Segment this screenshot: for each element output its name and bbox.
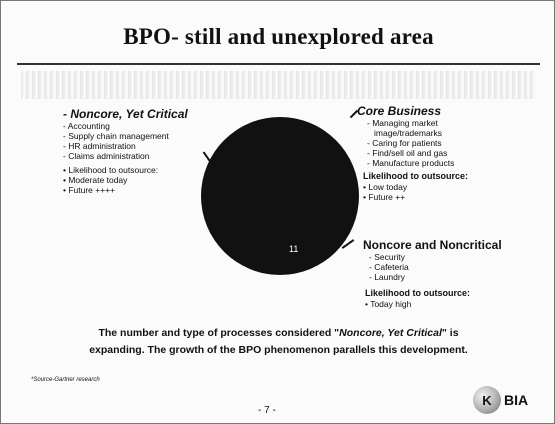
likelihood-item: Today high xyxy=(365,299,543,309)
logo-mark: K xyxy=(473,386,501,414)
list-item: Security xyxy=(369,252,543,262)
noncore-noncritical-likelihood: Today high xyxy=(365,299,543,309)
list-item: Accounting xyxy=(63,121,213,131)
caption-line-2: expanding. The growth of the BPO phenome… xyxy=(89,344,468,356)
caption-line-1: The number and type of processes conside… xyxy=(98,327,459,339)
list-item: Find/sell oil and gas xyxy=(367,148,532,158)
list-item: Supply chain management xyxy=(63,131,213,141)
list-item: Managing market xyxy=(367,118,532,128)
noncore-critical-heading: - Noncore, Yet Critical xyxy=(63,107,188,121)
list-item: Manufacture products xyxy=(367,158,532,168)
list-item: image/trademarks xyxy=(374,128,443,138)
page-number: - 7 - xyxy=(258,405,276,416)
list-item: Cafeteria xyxy=(369,262,543,272)
noncore-noncritical-block: Noncore and Noncritical Security Cafeter… xyxy=(363,238,543,309)
likelihood-item: Low today xyxy=(363,182,532,192)
noncore-critical-likelihood: Likelihood to outsource: Moderate today … xyxy=(63,165,213,195)
noncore-critical-block: - Noncore, Yet Critical Accounting Suppl… xyxy=(63,107,213,195)
decorative-band xyxy=(21,71,536,99)
noncore-noncritical-list: Security Cafeteria Laundry xyxy=(369,252,543,282)
likelihood-title: Likelihood to outsource: xyxy=(63,165,213,175)
noncore-noncritical-heading: Noncore and Noncritical xyxy=(363,238,502,252)
source-note: *Source-Gartner research xyxy=(31,377,100,383)
noncore-noncritical-likelihood-title: Likelihood to outsource: xyxy=(365,288,470,298)
core-business-heading: Core Business xyxy=(357,104,442,118)
list-item: Claims administration xyxy=(63,151,213,161)
list-item: Caring for patients xyxy=(367,138,532,148)
logo-text: BIA xyxy=(504,392,529,408)
core-business-likelihood: Low today Future ++ xyxy=(363,182,532,202)
pie-chart: 11 xyxy=(201,117,359,275)
title-bar: BPO- still and unexplored area xyxy=(17,11,540,65)
likelihood-item: Future ++++ xyxy=(63,185,213,195)
list-item: Laundry xyxy=(369,272,543,282)
kbia-logo: K BIA xyxy=(473,385,543,415)
pie-circle xyxy=(201,117,359,275)
slide-title: BPO- still and unexplored area xyxy=(123,24,434,49)
core-business-block: Core Business Managing market image/trad… xyxy=(357,104,532,202)
list-item: HR administration xyxy=(63,141,213,151)
core-business-likelihood-title: Likelihood to outsource: xyxy=(363,171,468,181)
pie-label: 11 xyxy=(289,244,298,254)
core-business-list: Managing market image/trademarks Caring … xyxy=(367,118,532,168)
likelihood-item: Moderate today xyxy=(63,175,213,185)
slide-caption: The number and type of processes conside… xyxy=(41,325,516,359)
noncore-critical-list: Accounting Supply chain management HR ad… xyxy=(63,121,213,161)
likelihood-item: Future ++ xyxy=(363,192,532,202)
